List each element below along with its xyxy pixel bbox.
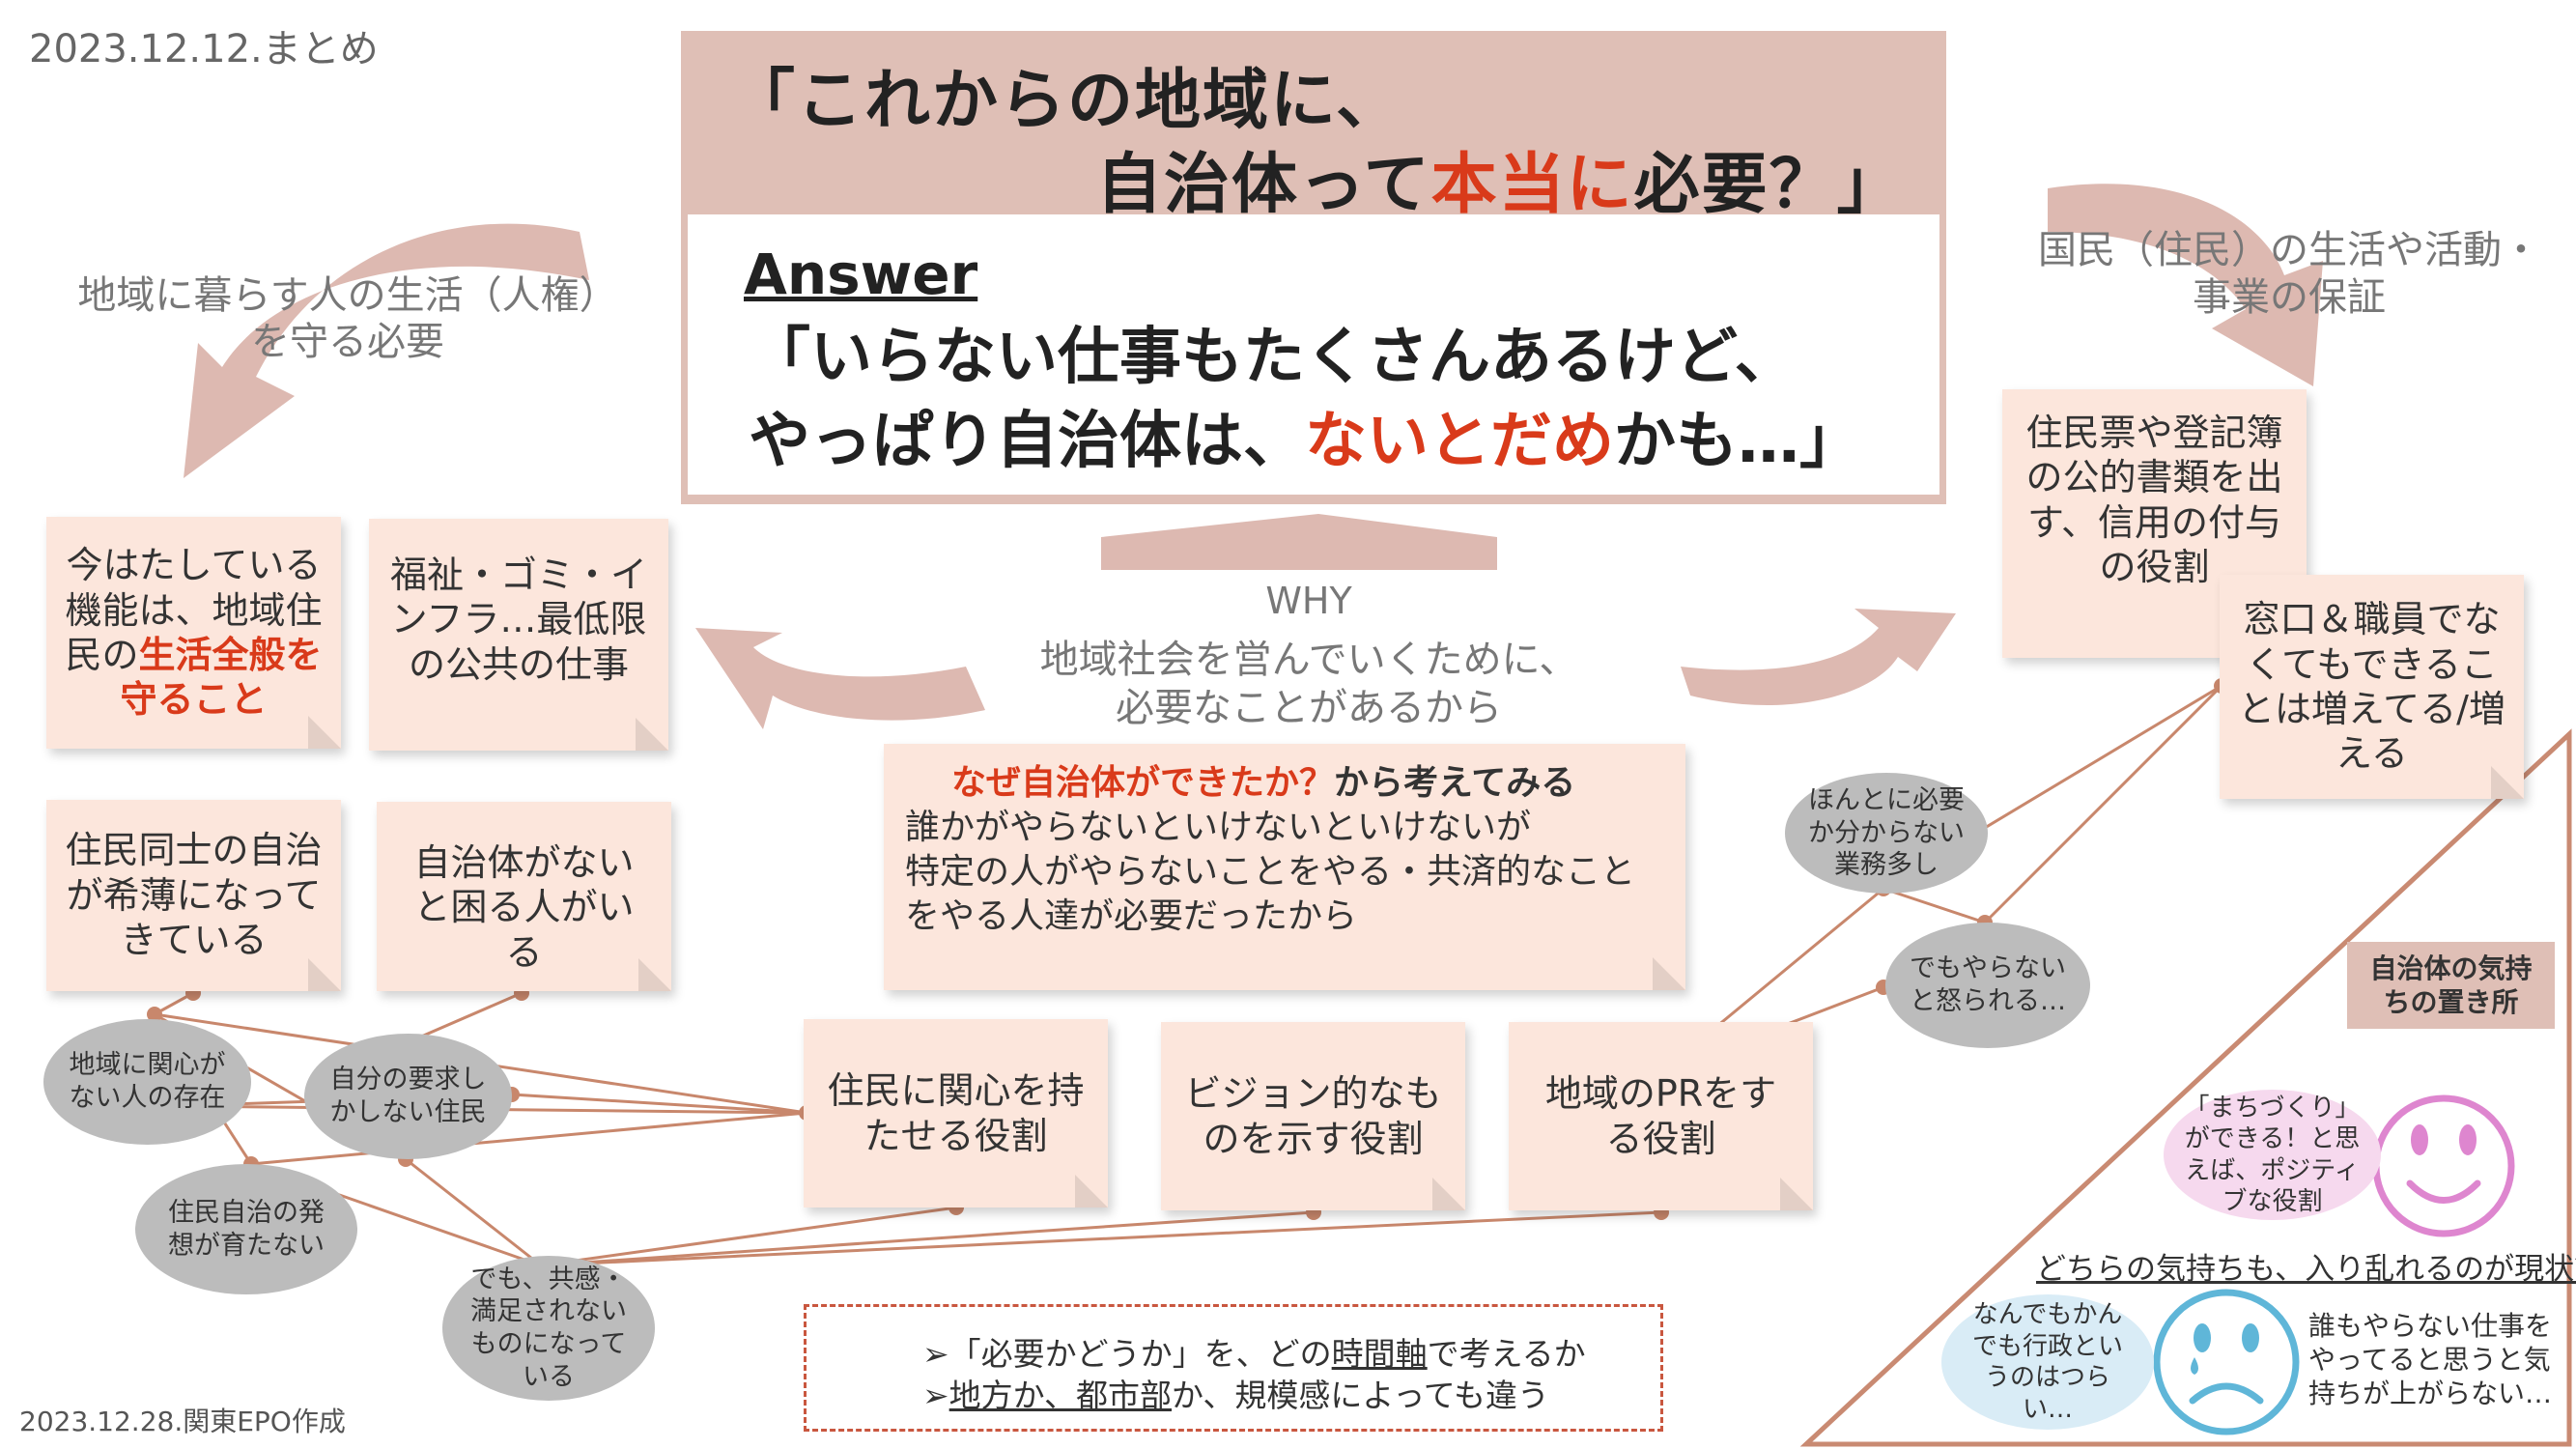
note-public-services-text: 福祉・ゴミ・インフラ…最低限の公共の仕事 — [389, 554, 647, 686]
note-fold — [308, 716, 341, 749]
right-curved-arrow — [2048, 184, 2323, 386]
note-vision-role-text: ビジョン的なものを示す役割 — [1184, 1072, 1442, 1160]
center-note-head-rest: から考えてみる — [1334, 763, 1576, 803]
answer-line2: やっぱり自治体は、ないとだめかも…」 — [749, 391, 1861, 480]
bullet-arrow-icon: ➢ — [922, 1335, 949, 1373]
oval-complaints: でもやらないと怒られる… — [1885, 923, 2090, 1048]
bullet-arrow-icon: ➢ — [922, 1377, 949, 1414]
why-line1: 地域社会を営んでいくために、 — [1039, 638, 1578, 682]
title-line2-a: 自治体って — [1096, 147, 1431, 223]
oval-not-satisfying: でも、共感・満足されないものになっている — [442, 1256, 655, 1401]
sad-face-icon — [2153, 1289, 2300, 1435]
why-left-arrow — [695, 628, 985, 729]
title-line2: 自治体って本当に必要？」 — [1096, 130, 1905, 226]
answer-emphasis: ないとだめ — [1305, 406, 1614, 477]
center-note: なぜ自治体ができたか？から考えてみる 誰かがやらないといけないといけないが 特定… — [884, 744, 1685, 990]
note-counter-staff-text: 窓口＆職員でなくてもできることは増えてる/増える — [2238, 598, 2505, 776]
title-line2-c: 必要？」 — [1633, 147, 1905, 223]
answer-line1: 「いらない仕事もたくさんあるけど、 — [749, 322, 1797, 393]
left-arrow-text: 地域に暮らす人の生活（人権）を守る必要 — [77, 273, 618, 364]
note-pr-role-text: 地域のPRをする役割 — [1544, 1072, 1777, 1160]
center-note-head-red: なぜ自治体ができたか？ — [951, 763, 1335, 803]
dashed-line1-a: 「必要かどうか」を、どの — [948, 1335, 1332, 1373]
why-line2: 必要なことがあるから — [1116, 686, 1502, 730]
up-arrow — [1101, 514, 1497, 570]
oval-unclear-tasks: ほんとに必要か分からない業務多し — [1785, 773, 1988, 894]
left-curved-arrow — [184, 223, 589, 478]
oval-no-autonomy: 住民自治の発想が育たない — [135, 1164, 357, 1294]
feelings-label: 自治体の気持ちの置き所 — [2347, 942, 2555, 1029]
note-public-services: 福祉・ゴミ・インフラ…最低限の公共の仕事 — [369, 519, 668, 751]
dashed-line2: ➢地方か、都市部か、規模感によっても違う — [922, 1370, 1549, 1416]
date-label: 2023.12.12.まとめ — [29, 27, 379, 71]
note-interest-role: 住民に関心を持たせる役割 — [804, 1019, 1108, 1208]
dashed-line1: ➢「必要かどうか」を、どの時間軸で考えるか — [922, 1328, 1586, 1375]
note-weak-autonomy: 住民同士の自治が希薄になってきている — [46, 800, 341, 991]
note-current-function-a: 今はたしている機能は、地域住民の — [65, 544, 323, 676]
dashed-line1-b: 時間軸 — [1331, 1335, 1428, 1373]
oval-negative-left: なんでもかんでも行政というのはつらい… — [1941, 1294, 2154, 1430]
right-arrow-text: 国民（住民）の生活や活動・事業の保証 — [2038, 228, 2540, 320]
note-vision-role: ビジョン的なものを示す役割 — [1161, 1022, 1465, 1210]
oval-uninterested: 地域に関心がない人の存在 — [43, 1019, 251, 1145]
note-fold — [638, 958, 671, 991]
answer-box — [688, 214, 1939, 495]
note-fold — [636, 718, 668, 751]
note-current-function: 今はたしている機能は、地域住民の生活全般を守ること — [46, 517, 341, 749]
answer-label: Answer — [744, 242, 978, 307]
why-right-arrow — [1681, 609, 1956, 706]
dashed-line1-c: で考えるか — [1427, 1335, 1586, 1373]
note-fold — [1432, 1178, 1465, 1210]
dashed-note-box — [804, 1304, 1663, 1432]
note-interest-role-text: 住民に関心を持たせる役割 — [827, 1069, 1085, 1157]
center-note-head: なぜ自治体ができたか？から考えてみる — [884, 744, 1685, 806]
note-current-function-emph: 生活全般を守ること — [120, 634, 323, 722]
center-note-line2: 特定の人がやらないことをやる・共済的なこと — [905, 852, 1636, 893]
note-fold — [1780, 1178, 1813, 1210]
note-fold — [308, 958, 341, 991]
note-fold — [1075, 1175, 1108, 1208]
oval-positive: 「まちづくり」ができる！と思えば、ポジティブな役割 — [2164, 1090, 2381, 1220]
title-line1: 「これからの地域に、 — [729, 63, 1403, 139]
answer-line2-a: やっぱり自治体は、 — [749, 406, 1305, 477]
author-date: 2023.12.28.関東EPO作成 — [19, 1406, 346, 1437]
note-fold — [2491, 766, 2524, 799]
note-official-docs-text: 住民票や登記簿の公的書類を出す、信用の付与の役割 — [2025, 412, 2283, 589]
oval-demanding-residents: 自分の要求しかしない住民 — [304, 1034, 512, 1159]
answer-line2-c: かも…」 — [1614, 406, 1861, 477]
why-label: WHY — [1265, 580, 1352, 622]
negative-right-text: 誰もやらない仕事をやってると思うと気持ちが上がらない… — [2308, 1310, 2553, 1409]
note-people-in-need-text: 自治体がないと困る人がいる — [413, 841, 635, 974]
title-emphasis: 本当に — [1430, 147, 1634, 223]
center-note-line1: 誰かがやらないといけないといけないが — [905, 808, 1532, 848]
note-pr-role: 地域のPRをする役割 — [1509, 1022, 1813, 1210]
note-fold — [1653, 957, 1685, 990]
feelings-mixed: どちらの気持ちも、入り乱れるのが現状？ — [2036, 1252, 2576, 1287]
note-people-in-need: 自治体がないと困る人がいる — [377, 802, 671, 991]
smiley-icon — [2372, 1094, 2515, 1237]
center-note-line3: をやる人達が必要だったから — [905, 896, 1358, 937]
note-counter-staff: 窓口＆職員でなくてもできることは増えてる/増える — [2220, 575, 2524, 799]
dashed-line2-a: 地方か、都市部 — [948, 1377, 1172, 1414]
feelings-triangle — [1799, 728, 2572, 1447]
dashed-line2-b: か、規模感によっても違う — [1172, 1377, 1550, 1414]
note-weak-autonomy-text: 住民同士の自治が希薄になってきている — [65, 829, 323, 962]
note-official-docs: 住民票や登記簿の公的書類を出す、信用の付与の役割 — [2002, 389, 2307, 658]
